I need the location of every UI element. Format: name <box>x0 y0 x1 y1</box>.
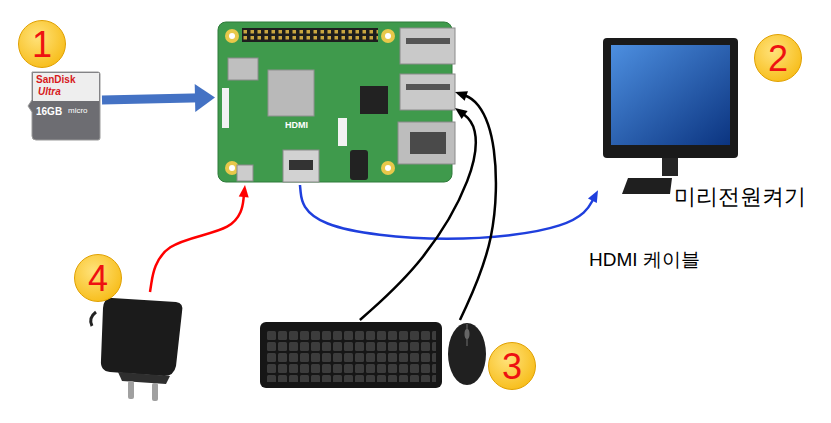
node-caption: 미리전원켜기 <box>674 184 806 210</box>
monitor-base <box>622 178 672 194</box>
mount-hole-center <box>385 165 391 171</box>
product-line-text: Ultra <box>38 86 61 97</box>
mount-hole-center <box>229 165 235 171</box>
mount-hole <box>225 29 239 43</box>
power-cable-arrow <box>150 185 249 292</box>
arrowhead <box>455 108 468 119</box>
keyboard-usb-arrow <box>360 108 476 320</box>
hdmi-port <box>283 150 319 182</box>
camera-connector <box>338 118 347 146</box>
connector-line <box>360 112 476 320</box>
arrowhead <box>239 185 249 197</box>
gpio-header <box>242 28 378 42</box>
node-caption: HDMI <box>285 120 308 131</box>
sd-card-label <box>33 73 99 101</box>
mouse-body <box>448 323 486 385</box>
callout-number: 3 <box>488 342 536 390</box>
sd-card <box>28 72 100 140</box>
gpio-pins <box>242 28 378 42</box>
usb-port <box>400 74 455 110</box>
mount-hole-center <box>385 33 391 39</box>
connector-line <box>460 94 496 320</box>
usb-slot <box>406 84 450 90</box>
monitor-screen <box>611 45 730 145</box>
sd-card-body <box>28 72 100 140</box>
hdmi-cable-arrow <box>300 185 598 239</box>
hdmi-socket <box>289 160 313 170</box>
adapter-cable <box>91 312 96 326</box>
raspberry-pi-board <box>218 22 455 182</box>
mount-hole <box>381 161 395 175</box>
connector-line <box>102 98 203 100</box>
raspberry-pi-node: HDMI <box>215 20 455 185</box>
card-insert-arrow <box>102 84 215 112</box>
wifi-module <box>228 58 258 80</box>
adapter-body <box>101 298 182 376</box>
arrowhead <box>195 84 215 112</box>
monitor-neck <box>662 158 678 176</box>
display-connector <box>222 88 229 128</box>
adapter-face <box>118 372 170 384</box>
micro-usb-port <box>237 165 253 181</box>
callout-number: 1 <box>18 20 66 68</box>
power-adapter <box>91 298 183 401</box>
adapter-pin <box>152 383 158 401</box>
connector-line <box>150 192 244 292</box>
usb-chip <box>360 86 388 114</box>
audio-jack <box>350 150 368 180</box>
usb-port <box>400 28 455 64</box>
keyboard-and-mouse <box>260 322 486 388</box>
connector-line <box>300 185 595 239</box>
keyboard-body <box>260 322 442 388</box>
monitor-node: 2 미리전원켜기 <box>598 32 813 214</box>
ethernet-port <box>398 122 455 164</box>
monitor <box>603 38 738 194</box>
callout-number: 4 <box>74 254 122 302</box>
brand-text: SanDisk <box>36 74 75 85</box>
adapter-pin <box>128 381 134 399</box>
edge-label: HDMI 케이블 <box>586 246 703 274</box>
mouse-usb-arrow <box>455 91 496 320</box>
mouse-wheel <box>465 329 470 339</box>
callout-number: 2 <box>754 34 802 82</box>
arrowhead <box>455 91 468 100</box>
ethernet-socket <box>410 132 446 154</box>
format-text: micro <box>68 107 88 116</box>
usb-slot <box>406 38 450 44</box>
soc-chip <box>268 70 314 116</box>
mount-hole <box>381 29 395 43</box>
mount-hole-center <box>229 33 235 39</box>
monitor-frame <box>603 38 738 158</box>
keyboard-mouse-node: 3 <box>258 320 488 392</box>
keyboard-keys <box>266 330 436 382</box>
arrowhead <box>588 190 598 203</box>
power-adapter-node: 4 <box>92 292 192 404</box>
capacity-text: 16GB <box>36 106 62 117</box>
